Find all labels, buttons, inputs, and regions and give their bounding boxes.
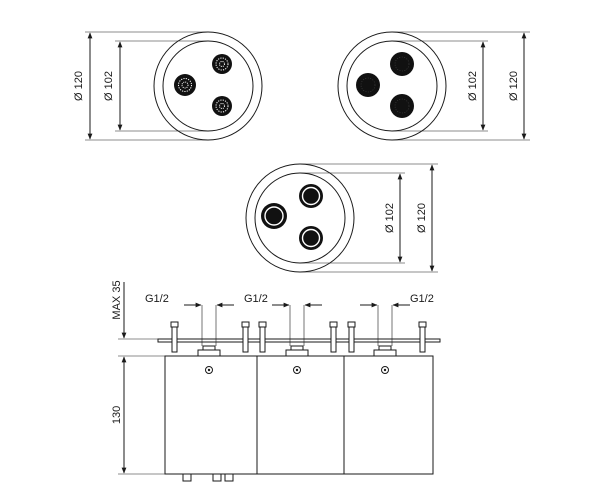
outer-diameter-label: Ø 120 xyxy=(508,71,520,101)
nozzle xyxy=(261,203,287,229)
outer-diameter-label: Ø 120 xyxy=(73,71,85,101)
nozzle xyxy=(299,184,323,208)
nozzle xyxy=(390,52,414,76)
nozzle xyxy=(212,96,232,116)
middle-view: Ø 102 Ø 120 xyxy=(245,163,438,273)
outer-diameter-label: Ø 120 xyxy=(416,203,428,233)
tank-body xyxy=(164,355,258,475)
mounting-plate xyxy=(157,338,441,343)
nozzle xyxy=(174,74,196,96)
thread-label: G1/2 xyxy=(145,293,169,305)
nozzle xyxy=(299,226,323,250)
bolts xyxy=(170,321,427,353)
outer-circle xyxy=(153,31,263,141)
tank-body xyxy=(343,355,434,475)
inner-diameter-label: Ø 102 xyxy=(103,71,115,101)
top-left-view: Ø 120 Ø 102 xyxy=(73,31,263,141)
thread-label: G1/2 xyxy=(244,293,268,305)
nozzle xyxy=(356,73,380,97)
body-height-label: 130 xyxy=(111,406,123,424)
nozzle xyxy=(390,94,414,118)
outer-circle xyxy=(337,31,447,141)
thread-label: G1/2 xyxy=(410,293,434,305)
tank-body xyxy=(256,355,345,475)
inner-diameter-label: Ø 102 xyxy=(384,203,396,233)
inner-diameter-label: Ø 102 xyxy=(467,71,479,101)
max-height-label: MAX 35 xyxy=(111,280,123,319)
top-right-view: Ø 102 Ø 120 xyxy=(337,31,530,141)
nozzle xyxy=(212,54,232,74)
side-view: G1/2 G1/2 G1/2 MAX 35 130 xyxy=(111,280,441,482)
